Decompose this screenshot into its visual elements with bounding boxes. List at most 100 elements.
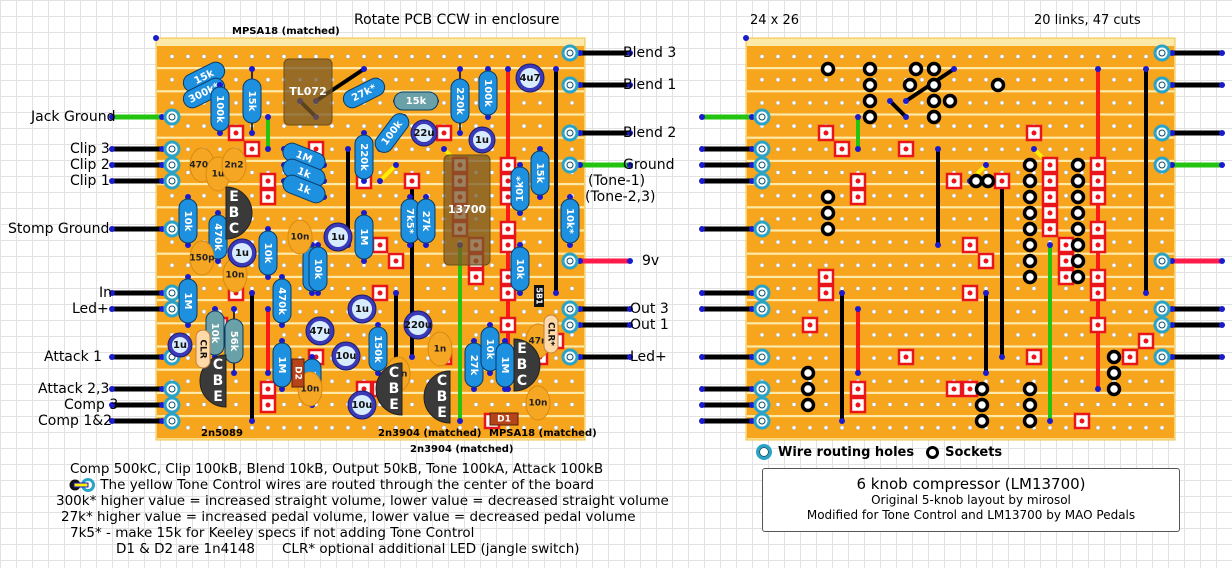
track-cut-dot <box>1063 242 1069 248</box>
resistor-1m-c-pad <box>185 322 191 328</box>
right-board-hole <box>887 263 893 268</box>
left-board-hole <box>569 402 575 407</box>
left-board-hole <box>185 355 191 361</box>
right-board-hole <box>1111 332 1117 338</box>
resistor-10k-e-label: 10k <box>312 259 323 280</box>
right-board-hole <box>983 286 989 291</box>
resistor-10k-a-pad <box>185 194 191 200</box>
socket <box>820 221 836 237</box>
right-board-hole <box>983 100 989 106</box>
right-board-strip <box>747 324 1174 346</box>
right-board-hole <box>951 332 957 338</box>
right-board-hole <box>1063 355 1069 361</box>
right-board-hole <box>807 100 813 106</box>
left-terminal-8-wire-end <box>109 386 115 392</box>
elec-1u-e-top <box>172 337 188 353</box>
track-cut-dot <box>361 386 367 392</box>
right-board-left-terminal-10-wire-hole-inner <box>758 417 766 425</box>
left-board-hole <box>169 100 175 106</box>
right-board-left-terminal-4-wire-end <box>699 226 705 232</box>
right-board-hole <box>919 193 925 198</box>
right-board-hole <box>1159 425 1165 430</box>
legend: Wire routing holes Sockets <box>756 444 1002 460</box>
right-terminal-4-wire-end <box>577 258 583 264</box>
right-board-hole <box>967 54 973 59</box>
left-terminal-0-wire-end <box>109 114 115 120</box>
transistor-q4-pin-E: E <box>437 405 447 421</box>
left-board-hole <box>409 379 415 384</box>
right-board-hole <box>871 239 877 245</box>
rb-link-black-4-end <box>983 370 989 376</box>
right-board-hole <box>1127 77 1133 82</box>
right-board-left-terminal-9-wire-end <box>699 402 705 408</box>
terminal-clip-1: Clip 1 <box>70 173 110 189</box>
resistor-15k-d-pad <box>537 194 543 200</box>
left-board-hole <box>169 193 175 198</box>
right-board-hole <box>887 425 893 430</box>
rb-tone-wire-2-end <box>1031 146 1037 152</box>
rb-link-black-3-end <box>935 242 941 248</box>
right-board-hole <box>823 425 829 430</box>
right-board-hole <box>967 123 973 129</box>
resistor-100k-a-label: 100k <box>214 95 225 123</box>
left-board-hole <box>409 425 415 430</box>
right-board-hole <box>839 100 845 106</box>
left-terminal-3-wire-hole-inner <box>168 177 176 185</box>
right-board-hole <box>1063 193 1069 198</box>
left-board-hole <box>233 379 239 384</box>
right-board-hole <box>775 123 781 129</box>
left-board-hole <box>281 54 287 59</box>
left-board-hole <box>377 100 383 106</box>
right-board-right-terminal-0-wire-hole-inner <box>1158 49 1166 57</box>
right-board-hole <box>887 123 893 129</box>
resistor-15k-d-label: 15k <box>534 163 545 184</box>
track-cut-dot <box>377 242 383 248</box>
right-board-hole <box>791 100 797 106</box>
terminal-out-3: Out 3 <box>630 301 669 317</box>
left-board-hole <box>217 147 223 152</box>
lb-link-black-1-end <box>553 66 559 72</box>
elec-1u-c-top <box>328 227 348 247</box>
rb-link-green-1-end <box>855 146 861 152</box>
left-board-hole <box>377 216 383 222</box>
right-board-hole <box>1063 309 1069 314</box>
right-terminal-2-wire-end <box>627 130 633 136</box>
note-tone-wires-text: The yellow Tone Control wires are routed… <box>100 477 595 493</box>
right-board-left-terminal-3-wire-hole-inner <box>758 177 766 185</box>
right-board-hole <box>1015 332 1021 338</box>
right-board-hole <box>1063 100 1069 106</box>
left-board-hole <box>441 263 447 268</box>
right-terminal-5-wire-hole-inner <box>566 305 574 313</box>
lb-link-black-4-end <box>393 290 399 296</box>
track-cut-dot <box>1095 226 1101 232</box>
track-cut-dot <box>265 178 271 184</box>
left-board-hole <box>377 263 383 268</box>
left-board-hole <box>425 77 431 82</box>
right-board-hole <box>919 239 925 245</box>
right-board-hole <box>1079 147 1085 152</box>
resistor-27k-b <box>416 198 436 244</box>
right-board-hole <box>871 193 877 198</box>
elec-220u-top <box>408 315 428 335</box>
right-board-hole <box>775 170 781 175</box>
lb-link-black-2-end <box>249 418 255 424</box>
track-cut-dot <box>1063 274 1069 280</box>
right-board-hole <box>871 425 877 430</box>
transistor-q5-pin-C: C <box>517 373 527 389</box>
clr-label: CLR <box>198 339 208 358</box>
resistor-10k-b-pad <box>265 274 271 280</box>
socket <box>1070 173 1086 189</box>
left-board-hole <box>569 332 575 338</box>
right-board-hole <box>1063 77 1069 82</box>
transistor-q2-pin-B: B <box>213 373 224 389</box>
right-board-hole <box>967 309 973 314</box>
left-board-hole <box>329 309 335 314</box>
left-board-hole <box>233 425 239 430</box>
right-board-hole <box>1015 147 1021 152</box>
left-board-hole <box>233 77 239 82</box>
right-board-hole <box>1127 193 1133 198</box>
right-board-hole <box>1159 193 1165 198</box>
right-board-hole <box>887 147 893 152</box>
right-board-hole <box>999 379 1005 384</box>
right-board-hole <box>983 77 989 82</box>
